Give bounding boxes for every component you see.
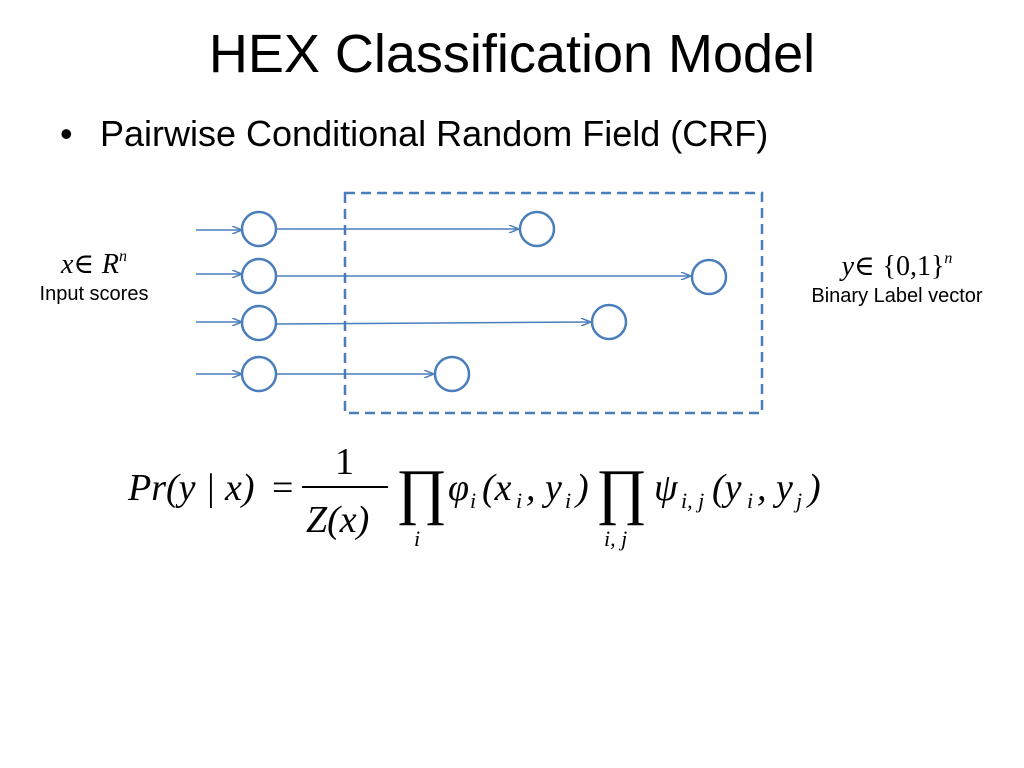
output-node-1 bbox=[518, 210, 556, 248]
formula-numerator: 1 bbox=[335, 441, 354, 483]
psi-args-end: ) bbox=[806, 467, 821, 509]
output-exp: n bbox=[944, 250, 953, 267]
phi-args-mid: , y bbox=[526, 467, 562, 509]
output-node-3 bbox=[590, 303, 628, 341]
output-math: y∈ {0,1}n bbox=[792, 250, 1002, 283]
product-symbol-1: ∏ bbox=[396, 458, 447, 526]
edge-3 bbox=[275, 322, 590, 324]
bullet-item: • Pairwise Conditional Random Field (CRF) bbox=[60, 112, 768, 155]
input-math: x∈ Rn bbox=[24, 248, 164, 281]
formula-denominator: Z(x) bbox=[306, 499, 369, 541]
output-rel: ∈ bbox=[854, 251, 875, 282]
phi-args: (x bbox=[482, 467, 512, 509]
input-var: x bbox=[60, 249, 74, 280]
input-caption: Input scores bbox=[39, 282, 149, 305]
formula-equals: = bbox=[272, 467, 293, 509]
phi-args-end: ) bbox=[574, 467, 589, 509]
product-symbol-2: ∏ bbox=[596, 458, 647, 526]
output-caption: Binary Label vector bbox=[811, 284, 983, 307]
bullet-symbol: • bbox=[60, 113, 73, 154]
input-exp: n bbox=[119, 248, 128, 265]
product-index-2: i, j bbox=[604, 526, 627, 551]
psi-args: (y bbox=[712, 467, 742, 509]
psi-args-mid: , y bbox=[757, 467, 793, 509]
bullet-text: Pairwise Conditional Random Field (CRF) bbox=[100, 113, 769, 154]
output-var: y bbox=[841, 251, 855, 282]
psi-symbol: ψ bbox=[654, 467, 679, 509]
output-label: y∈ {0,1}n Binary Label vector bbox=[792, 250, 1002, 309]
pairwise-region-box bbox=[343, 191, 764, 415]
input-label: x∈ Rn Input scores bbox=[24, 248, 164, 307]
psi-args-sub1: i bbox=[747, 488, 753, 513]
psi-args-sub2: j bbox=[793, 488, 802, 513]
psi-sub: i, j bbox=[681, 488, 704, 513]
phi-sub: i bbox=[470, 488, 476, 513]
output-node-2 bbox=[690, 258, 728, 296]
output-set: {0,1} bbox=[882, 251, 945, 282]
input-rel: ∈ bbox=[73, 249, 95, 280]
slide-title: HEX Classification Model bbox=[208, 24, 816, 84]
input-node-3 bbox=[240, 304, 278, 342]
product-index-1: i bbox=[414, 526, 420, 551]
input-set: R bbox=[101, 249, 120, 280]
phi-args-sub2: i bbox=[565, 488, 571, 513]
phi-args-sub1: i bbox=[516, 488, 522, 513]
output-node-4 bbox=[433, 355, 471, 393]
phi-symbol: φ bbox=[448, 467, 469, 509]
formula-lhs: Pr(y | x) bbox=[127, 467, 255, 509]
